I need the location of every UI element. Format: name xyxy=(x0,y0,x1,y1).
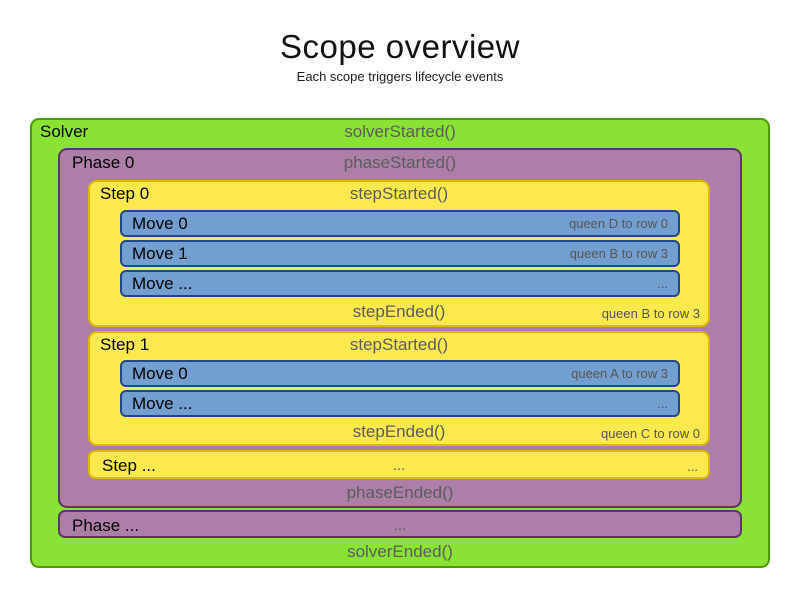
step1-label: Step 1 xyxy=(100,335,150,354)
step0-move0-annotation: queen D to row 0 xyxy=(568,216,668,231)
step0-move1-annotation: queen B to row 3 xyxy=(569,246,668,261)
step0-ended-annotation: queen B to row 3 xyxy=(601,306,700,321)
step1-move-more-annotation: ... xyxy=(657,396,668,411)
step1-move-more-bar: Move ... ... xyxy=(120,390,680,417)
step0-move1-label: Move 1 xyxy=(132,243,188,263)
step0-move0-label: Move 0 xyxy=(132,213,188,233)
step0-move-more-bar: Move ... ... xyxy=(120,270,680,297)
step0-move-more-annotation: ... xyxy=(657,276,668,291)
step0-started-event: stepStarted() xyxy=(349,184,449,203)
step-more-right-ellipsis: ... xyxy=(687,459,698,474)
page-title: Scope overview xyxy=(280,28,520,65)
step0-move0-bar: Move 0 queen D to row 0 xyxy=(120,210,680,237)
phase-more-bar: Phase ... ... xyxy=(58,510,742,538)
step1-move0-label: Move 0 xyxy=(132,363,188,383)
step0-label: Step 0 xyxy=(100,184,150,203)
phase-started-event: phaseStarted() xyxy=(343,153,457,172)
page-subtitle: Each scope triggers lifecycle events xyxy=(296,69,504,84)
phase0-label: Phase 0 xyxy=(72,153,135,172)
phase-more-center-ellipsis: ... xyxy=(393,517,407,534)
step1-ended-annotation: queen C to row 0 xyxy=(600,426,700,441)
step0-move1-bar: Move 1 queen B to row 3 xyxy=(120,240,680,267)
step1-move0-bar: Move 0 queen A to row 3 xyxy=(120,360,680,387)
step1-started-event: stepStarted() xyxy=(349,335,449,354)
step-more-label: Step ... xyxy=(102,456,156,475)
solver-ended-event: solverEnded() xyxy=(347,542,453,561)
solver-started-event: solverStarted() xyxy=(344,122,456,141)
phase-ended-event: phaseEnded() xyxy=(346,483,454,502)
step-more-bar: Step ... ... ... xyxy=(88,450,710,479)
step1-ended-row: stepEnded() queen C to row 0 xyxy=(88,422,710,444)
step1-move-more-label: Move ... xyxy=(132,393,193,413)
step1-scope-box xyxy=(88,331,710,446)
step1-ended-event: stepEnded() xyxy=(352,422,446,441)
solver-label: Solver xyxy=(40,122,89,141)
step0-move-more-label: Move ... xyxy=(132,273,193,293)
step0-ended-event: stepEnded() xyxy=(352,302,446,321)
step-more-center-ellipsis: ... xyxy=(392,457,406,474)
step0-ended-row: stepEnded() queen B to row 3 xyxy=(88,302,710,324)
step1-move0-annotation: queen A to row 3 xyxy=(571,366,668,381)
phase-more-label: Phase ... xyxy=(72,516,140,535)
